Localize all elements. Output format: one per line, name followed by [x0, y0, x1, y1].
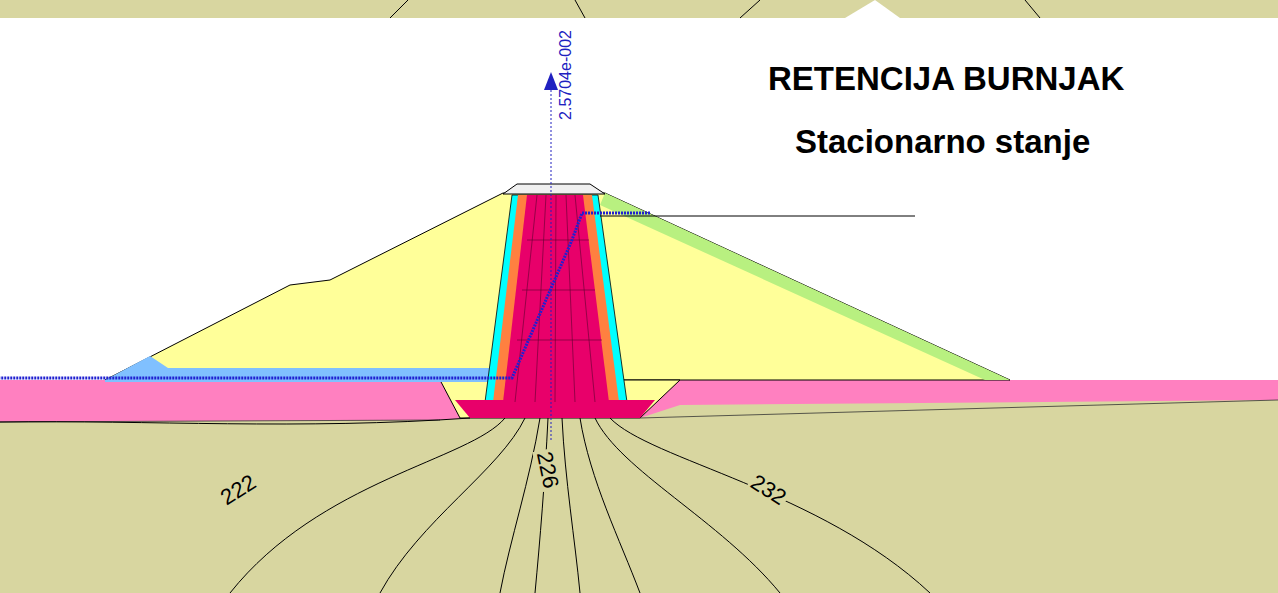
- phreatic-line: [0, 213, 650, 378]
- slope-protection: [600, 193, 1010, 380]
- filter-outer: [485, 195, 627, 402]
- flow-line: [0, 418, 930, 593]
- diagram-subtitle: Stacionarno stanje: [795, 125, 1090, 158]
- ground-band: [0, 0, 1278, 18]
- water-level: [600, 216, 915, 217]
- clay-core: [503, 195, 609, 402]
- band-notch: [845, 0, 900, 18]
- alluvium-layer: [0, 380, 1278, 422]
- flux-section: [551, 88, 552, 440]
- core-base: [455, 400, 655, 418]
- foundation-ground: [0, 380, 1278, 593]
- flux-arrowhead: [544, 72, 558, 90]
- core-mesh: [515, 195, 602, 402]
- flux-value: 2.5704e-002: [558, 30, 574, 120]
- diagram-title: RETENCIJA BURNJAK: [768, 62, 1124, 95]
- contour-line: [390, 0, 1040, 18]
- crest-cover: [503, 184, 605, 194]
- layer-boundary: [0, 400, 1278, 422]
- filter-inner: [493, 195, 619, 402]
